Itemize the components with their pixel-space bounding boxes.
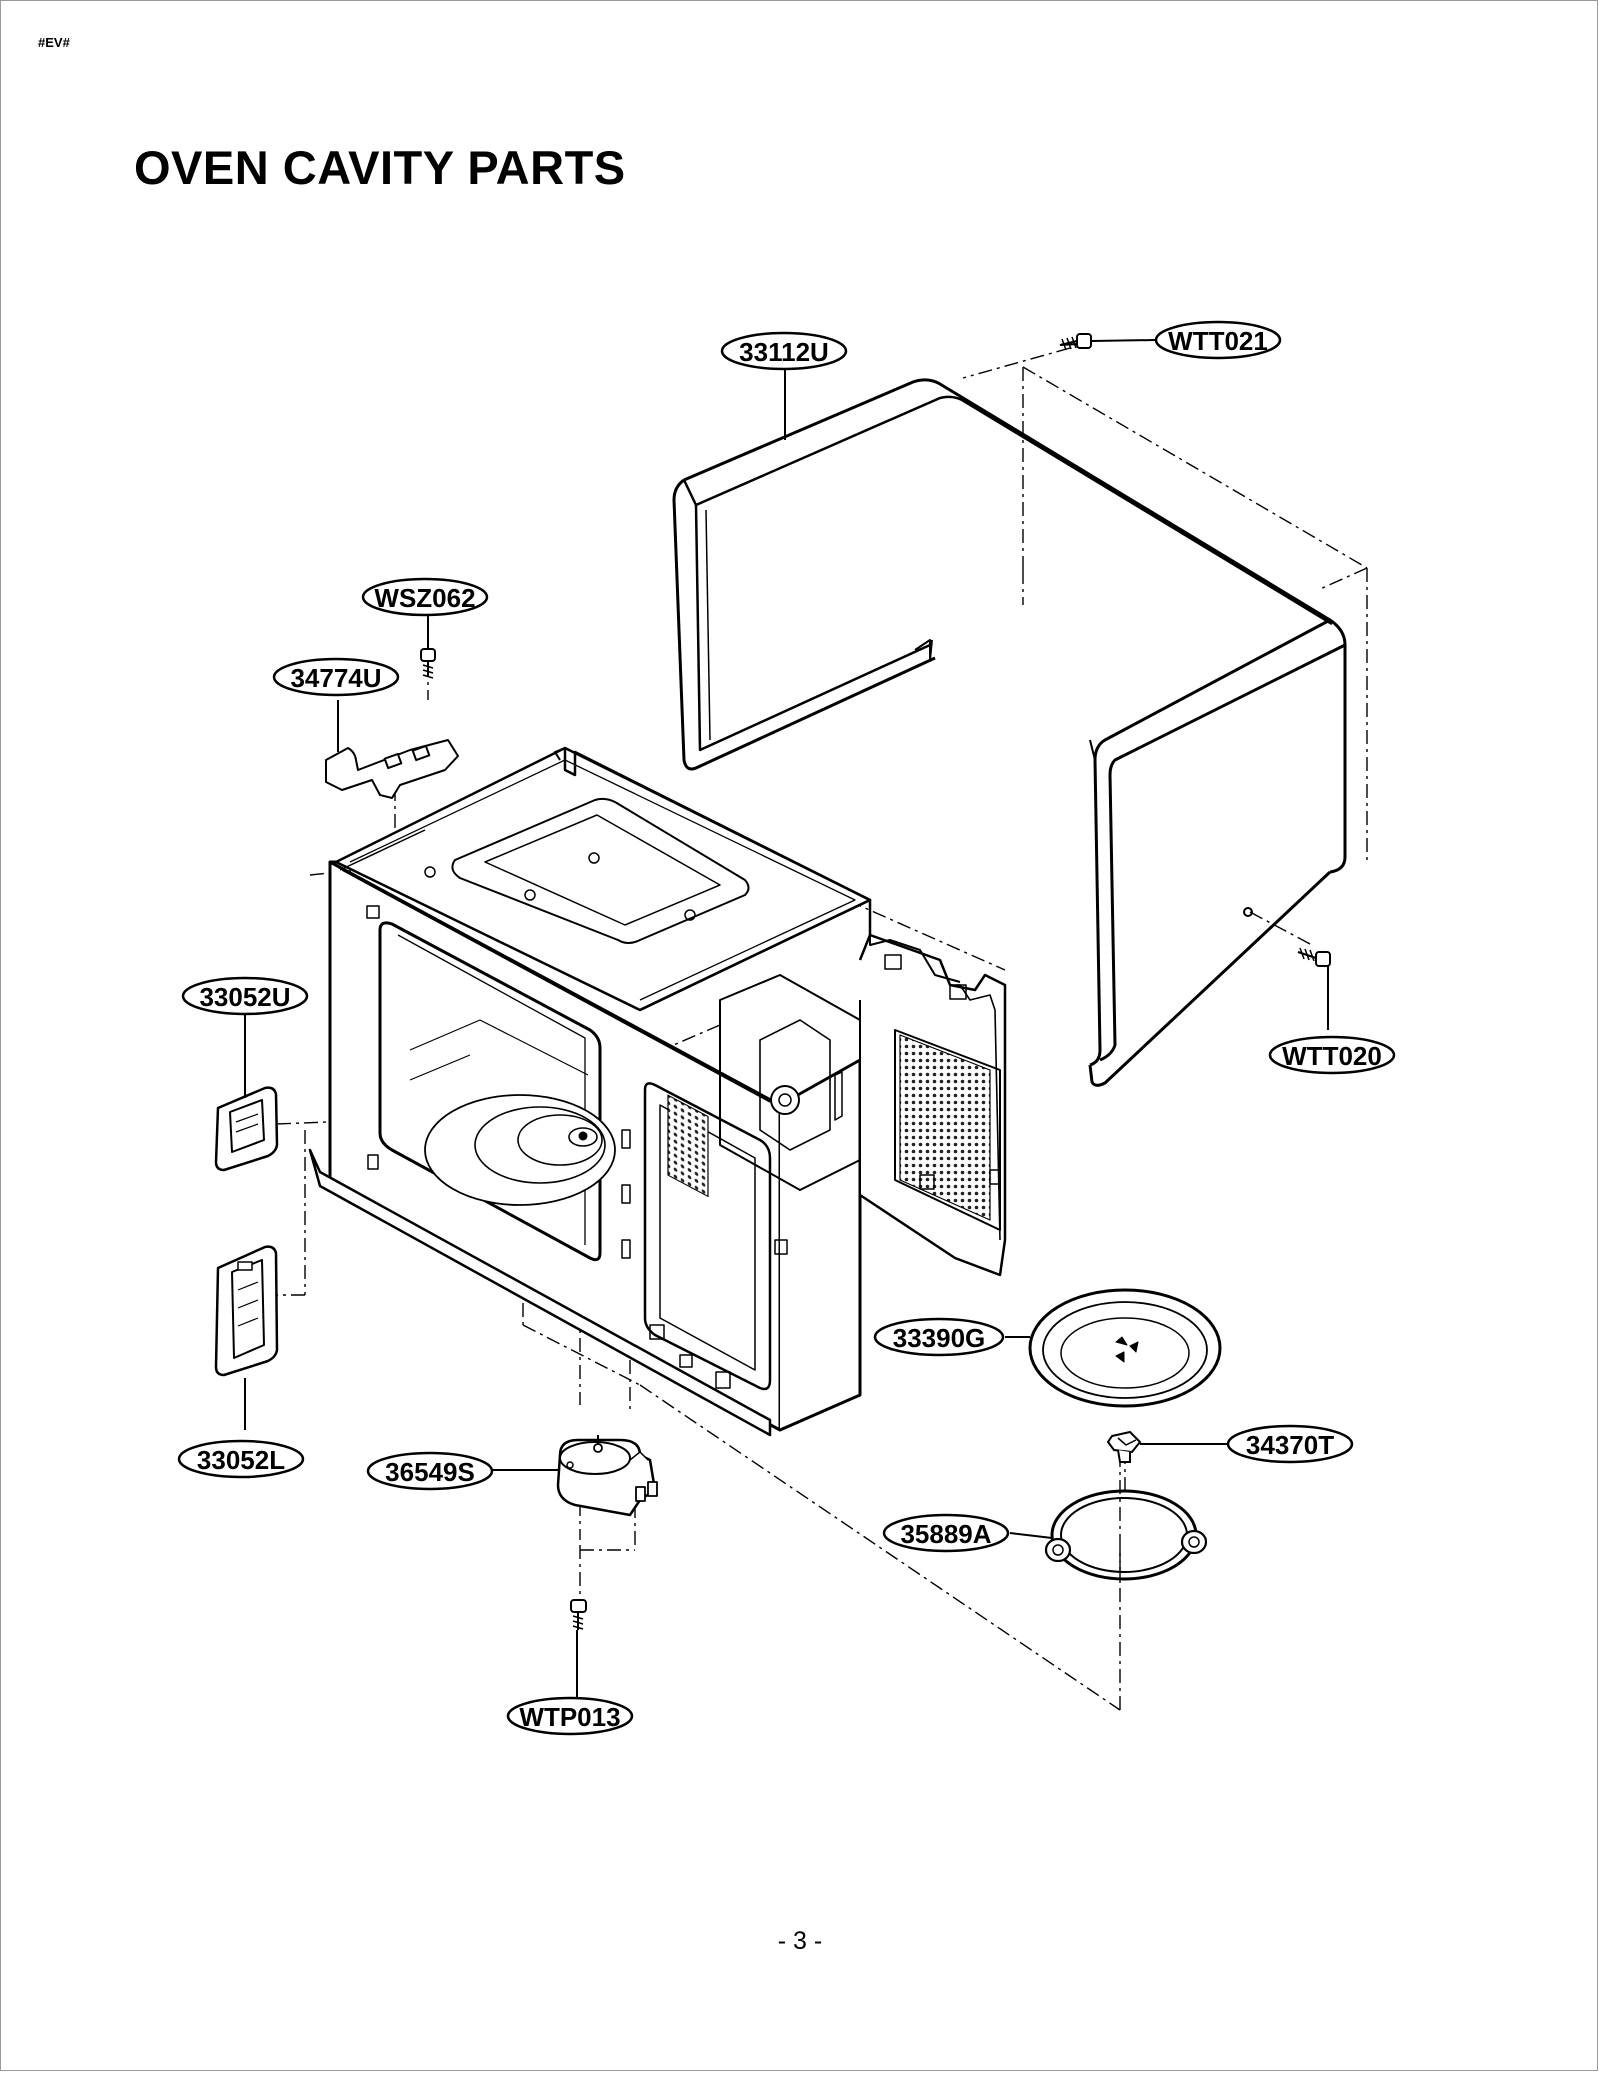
part-label-36549S: 36549S [366,1451,494,1491]
screw-wtt021 [1059,333,1092,351]
outer-cabinet [672,378,1347,1087]
part-label-33052L: 33052L [177,1439,305,1479]
svg-text:WTT020: WTT020 [1282,1041,1382,1071]
svg-text:34774U: 34774U [290,663,381,693]
part-label-33052U: 33052U [181,976,309,1016]
part-label-35889A: 35889A [882,1513,1010,1553]
svg-text:36549S: 36549S [385,1457,475,1487]
svg-text:34370T: 34370T [1246,1430,1334,1460]
oven-cavity [308,746,1007,1437]
page-number: - 3 - [777,1927,823,1955]
screw-wtp013 [570,1599,587,1630]
roller-ring [1044,1489,1208,1581]
svg-text:33390G: 33390G [893,1323,986,1353]
part-label-WTP013: WTP013 [506,1696,634,1736]
part-label-33390G: 33390G [873,1317,1005,1357]
leader-lines [244,339,1329,1697]
coupler [1106,1430,1142,1463]
svg-text:WTT021: WTT021 [1168,326,1268,356]
svg-text:33052L: 33052L [197,1445,285,1475]
part-label-WTT020: WTT020 [1268,1035,1396,1075]
svg-text:33052U: 33052U [199,982,290,1012]
hook-bracket [325,739,459,799]
svg-text:33112U: 33112U [739,337,829,367]
screw-wtt020 [1297,947,1331,967]
screw-wsz062 [420,648,436,679]
part-label-34774U: 34774U [272,657,400,697]
part-label-34370T: 34370T [1226,1424,1354,1464]
part-label-WSZ062: WSZ062 [361,577,489,617]
glass-tray [1028,1288,1222,1408]
page-title: OVEN CAVITY PARTS [134,141,626,194]
svg-text:35889A: 35889A [900,1519,991,1549]
svg-text:WTP013: WTP013 [519,1702,620,1732]
choke-cover-lower [214,1245,279,1377]
turntable-motor [556,1435,658,1517]
svg-text:WSZ062: WSZ062 [374,583,475,613]
part-label-WTT021: WTT021 [1154,320,1282,360]
part-label-33112U: 33112U [720,331,848,371]
header-tag: #EV# [38,35,70,50]
choke-cover-upper [214,1086,279,1172]
